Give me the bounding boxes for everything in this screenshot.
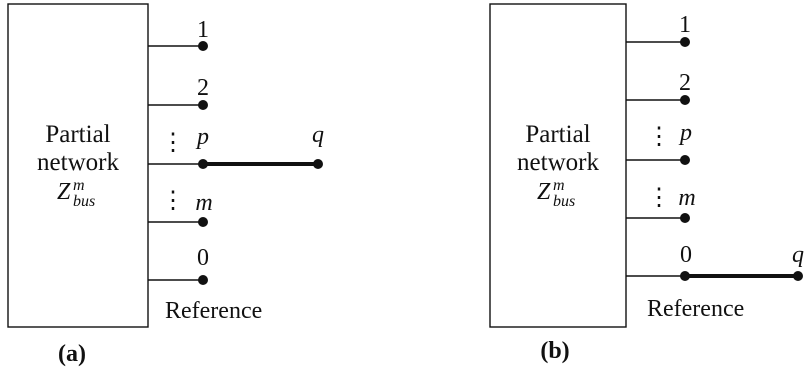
vdots-upper-b: ⋮ (647, 124, 671, 150)
z-subscript-b: bus (553, 193, 575, 210)
partial-network-box-a (7, 3, 149, 328)
panel-a: Partial network Z m bus 1 2 ⋮ p q ⋮ m 0 … (7, 3, 324, 367)
bus-m-label-b: m (678, 185, 695, 211)
bus-p-label-a: p (195, 124, 209, 150)
bus-m-node-b (680, 213, 690, 223)
bus-m-label-a: m (195, 190, 212, 216)
box-label-network-a: network (37, 149, 119, 176)
bus-1-node-b (680, 37, 690, 47)
z-subscript-a: bus (73, 193, 95, 210)
bus-p-node-a (198, 159, 208, 169)
reference-label-a: Reference (165, 298, 262, 324)
bus-2-label-a: 2 (197, 75, 209, 101)
bus-m-node-a (198, 217, 208, 227)
vdots-upper-a: ⋮ (161, 130, 185, 156)
z-superscript-b: m (553, 177, 565, 194)
z-symbol-a: Z (57, 179, 71, 205)
bus-2-node-a (198, 100, 208, 110)
bus-2-node-b (680, 95, 690, 105)
panel-b: Partial network Z m bus 1 2 ⋮ p ⋮ m 0 q … (489, 3, 804, 364)
caption-b: (b) (540, 338, 569, 364)
box-label-network-b: network (517, 149, 599, 176)
reference-label-b: Reference (647, 296, 744, 322)
bus-0-label-b: 0 (680, 242, 692, 268)
vdots-lower-a: ⋮ (161, 188, 185, 214)
box-label-partial-b: Partial (525, 121, 590, 148)
bus-0-node-b (680, 271, 690, 281)
bus-q-node-a (313, 159, 323, 169)
bus-p-node-b (680, 155, 690, 165)
z-superscript-a: m (73, 177, 85, 194)
bus-0-node-a (198, 275, 208, 285)
caption-a: (a) (58, 341, 86, 367)
bus-1-label-a: 1 (197, 17, 209, 43)
bus-q-label-b: q (792, 242, 804, 268)
z-symbol-b: Z (537, 179, 551, 205)
bus-1-node-a (198, 41, 208, 51)
vdots-lower-b: ⋮ (647, 185, 671, 211)
bus-2-label-b: 2 (679, 70, 691, 96)
bus-q-label-a: q (312, 122, 324, 148)
bus-q-node-b (793, 271, 803, 281)
bus-1-label-b: 1 (679, 12, 691, 38)
bus-0-label-a: 0 (197, 245, 209, 271)
box-label-partial-a: Partial (45, 121, 110, 148)
bus-p-label-b: p (678, 120, 692, 146)
partial-network-box-b (489, 3, 627, 328)
